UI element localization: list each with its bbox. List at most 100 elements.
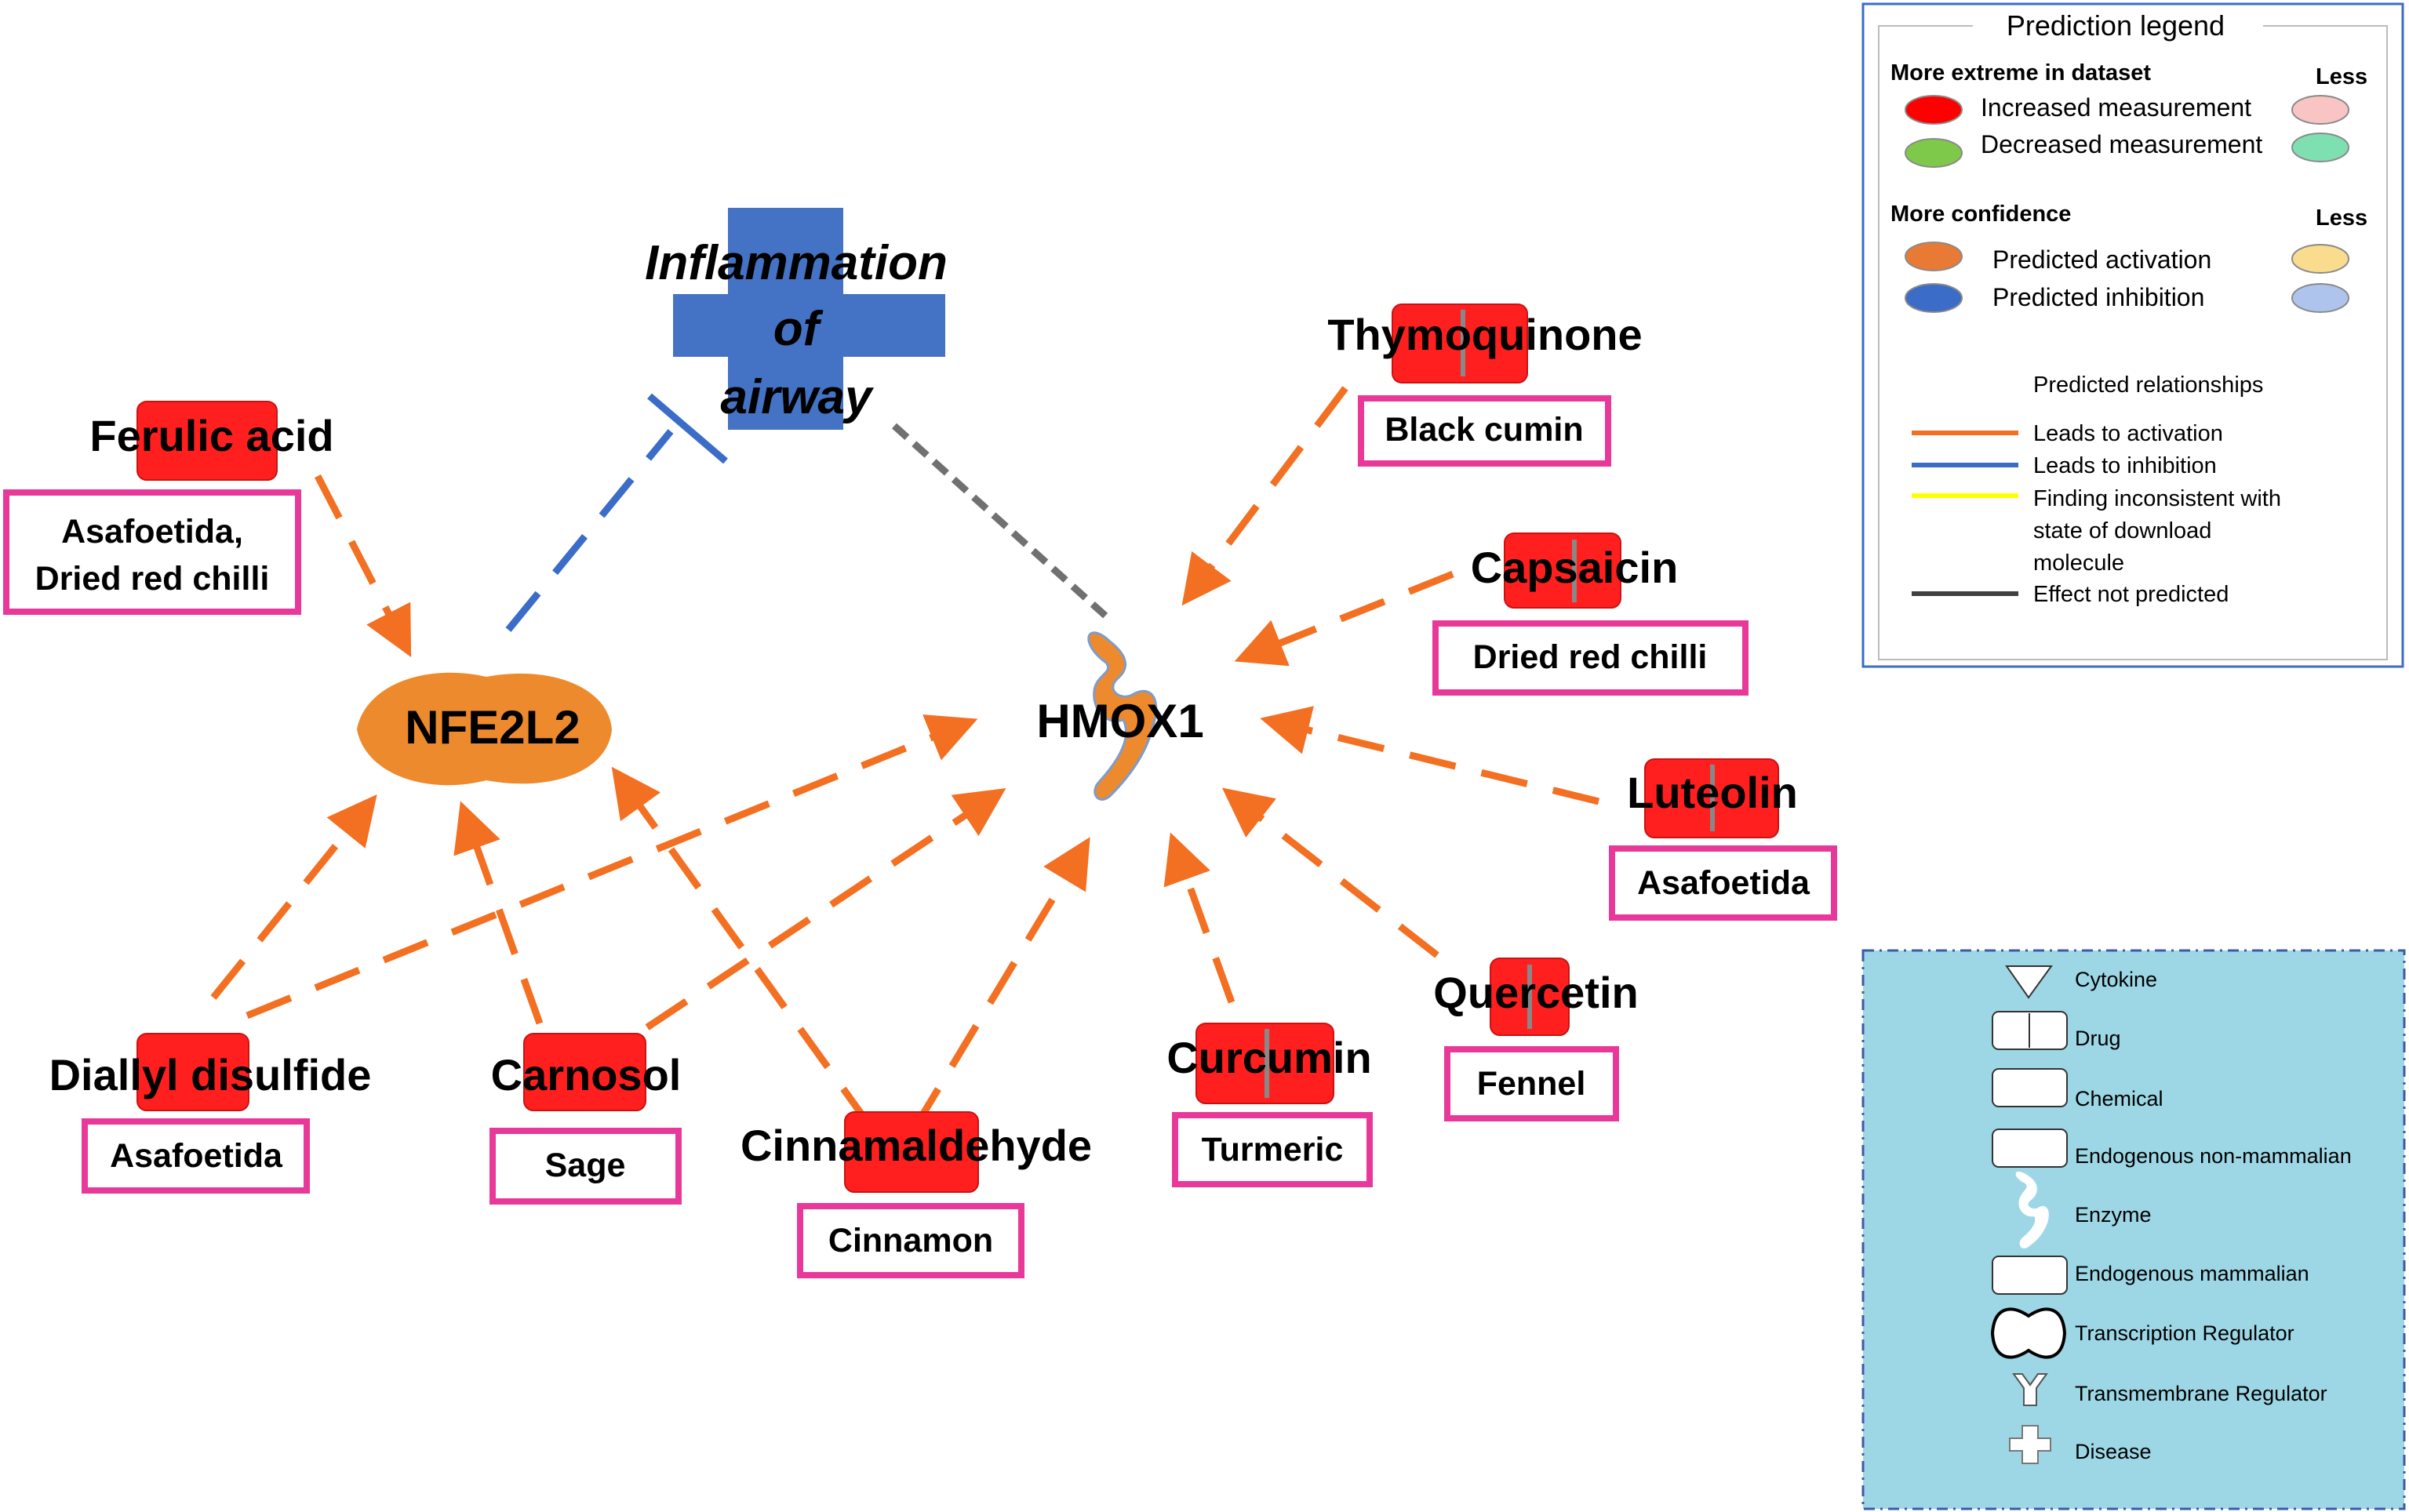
drug-box [1504,532,1621,609]
inhibition-weak-swatch [2291,283,2349,313]
edge-ferulic-nfe2l2 [315,474,412,657]
drug-box [136,1033,249,1111]
less-label-1: Less [2316,64,2367,89]
edge-diallyl-hmox1 [246,714,978,1020]
compound-curcumin[interactable]: Curcumin Turmeric [1166,1023,1373,1187]
inconsistent-label-line1: Finding inconsistent with [2033,486,2281,511]
food-source-box [1172,1112,1373,1187]
food-source-box [489,1128,682,1205]
increased-label: Increased measurement [1981,93,2251,122]
compound-quercetin[interactable]: Quercetin Fennel [1433,958,1639,1121]
endogenous-non-mammalian-icon [1992,1129,2068,1168]
transmembrane-regulator-icon [2012,1373,2048,1406]
prediction-legend: Prediction legend More extreme in datase… [1861,2,2404,668]
drug-box [523,1033,646,1111]
edge-carnosol-nfe2l2 [453,801,544,1025]
endogenous-mammalian-icon [1992,1256,2068,1295]
activation-label: Predicted activation [1992,245,2211,274]
disease-node[interactable]: Inflammation of airway [645,208,948,430]
food-source-label: Cinnamon [828,1222,993,1259]
food-source-label: Dried red chilli [1473,638,1708,676]
compound-capsaicin[interactable]: Capsaicin Dried red chilli [1432,532,1749,696]
decreased-weak-swatch [2291,133,2349,162]
food-source-label-line1: Asafoetida, [61,513,243,551]
compound-name: Quercetin [1433,968,1638,1017]
food-source-label: Turmeric [1202,1131,1344,1169]
increased-strong-swatch [1905,95,1963,125]
endogenous-mammalian-label: Endogenous mammalian [2075,1262,2309,1285]
drug-box [136,401,278,481]
legend-title-gap [1973,13,2263,39]
compound-thymoquinone[interactable]: Thymoquinone Black cumin [1327,303,1643,467]
compound-name: Diallyl disulfide [49,1050,372,1099]
inhibition-label: Predicted inhibition [1992,283,2204,311]
cytokine-icon [2005,965,2053,999]
transcription-regulator-legend-icon [1990,1307,2067,1359]
confidence-heading: More confidence [1890,202,2071,227]
compound-name: Carnosol [491,1050,682,1099]
extreme-heading: More extreme in dataset [1890,60,2151,85]
enzyme-label: Enzyme [2075,1203,2152,1227]
food-source-label: Black cumin [1385,411,1583,449]
edges [210,386,1600,1132]
edge-thymoquinone-hmox1 [1181,386,1348,606]
food-source-box [1609,845,1837,921]
inhibition-strong-swatch [1905,283,1963,313]
drug-box [1392,303,1528,383]
compound-cinnamaldehyde[interactable]: Cinnamaldehyde Cinnamon [741,1111,1092,1278]
food-source-label: Asafoetida [1637,864,1810,902]
edge-diallyl-nfe2l2 [210,794,377,1000]
compound-name: Curcumin [1166,1033,1371,1082]
shape-legend-frame [1861,949,2406,1510]
nfe2l2-node[interactable]: NFE2L2 [357,672,612,786]
less-label-2: Less [2316,205,2367,231]
hmox1-label: HMOX1 [1036,695,1203,747]
disease-cross-icon [673,208,945,430]
compound-name: Ferulic acid [89,411,333,460]
enzyme-legend-icon [2015,1172,2049,1248]
compound-name: Capsaicin [1471,543,1679,592]
chemical-icon [1992,1068,2068,1107]
cytokine-label: Cytokine [2075,968,2157,991]
edge-curcumin-hmox1 [1163,832,1235,1004]
edge-carnosol-hmox1 [645,788,1006,1030]
edge-quercetin-hmox1 [1221,787,1439,958]
food-source-box [1444,1046,1619,1121]
compound-carnosol[interactable]: Carnosol Sage [489,1033,682,1205]
compound-name: Thymoquinone [1327,310,1642,359]
shape-legend: Cytokine Drug Chemical Endogenous non-ma… [1861,949,2406,1510]
edge-luteolin-hmox1 [1260,706,1600,805]
food-source-box [82,1118,310,1194]
disease-legend-label: Disease [2075,1440,2152,1463]
hmox1-node[interactable]: HMOX1 [1036,631,1204,801]
transmembrane-regulator-label: Transmembrane Regulator [2075,1382,2327,1405]
compound-diallyl-disulfide[interactable]: Diallyl disulfide Asafoetida [49,1033,372,1194]
compound-name: Luteolin [1627,768,1798,817]
disease-label-line1: Inflammation [645,236,948,290]
food-source-label: Asafoetida [110,1137,283,1175]
disease-label-line2: of [773,302,824,356]
nfe2l2-label: NFE2L2 [405,701,580,754]
transcription-regulator-label: Transcription Regulator [2075,1321,2294,1345]
edge-nfe2l2-disease [505,393,728,632]
relationships-heading: Predicted relationships [2033,373,2263,398]
compound-luteolin[interactable]: Luteolin Asafoetida [1609,758,1837,921]
activation-strong-swatch [1905,242,1963,271]
activation-weak-swatch [2291,244,2349,274]
compound-ferulic-acid[interactable]: Ferulic acid Asafoetida, Dried red chill… [3,401,334,615]
increased-weak-swatch [2291,95,2349,125]
transcription-regulator-icon [357,672,612,786]
food-source-box [797,1203,1024,1278]
enzyme-icon [1087,631,1158,801]
edge-cinnamaldehyde-hmox1 [911,837,1090,1132]
legend-title: Prediction legend [2007,9,2225,42]
food-source-box [1358,395,1611,467]
compound-name: Cinnamaldehyde [741,1121,1092,1170]
food-source-label: Sage [545,1147,626,1184]
leads-inhibition-label: Leads to inhibition [2033,453,2217,478]
decreased-strong-swatch [1905,138,1963,168]
inconsistent-label-line3: molecule [2033,551,2124,576]
edge-hmox1-disease [891,423,1115,625]
drug-label: Drug [2075,1027,2121,1050]
